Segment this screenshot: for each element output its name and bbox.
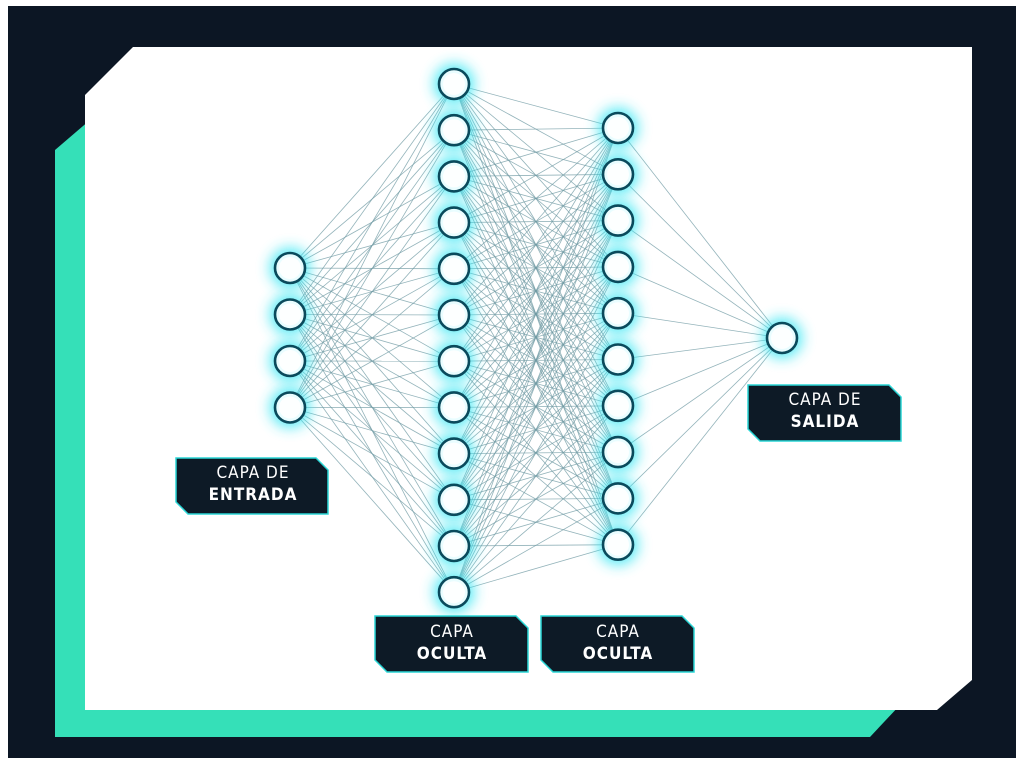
output-label-line1: CAPA DE xyxy=(788,390,862,410)
connection-line xyxy=(617,337,783,545)
input-label-line1: CAPA DE xyxy=(216,463,290,483)
neuron-highlight xyxy=(443,488,465,511)
connection-line xyxy=(289,83,455,408)
connection-line xyxy=(289,83,455,362)
neuron-highlight xyxy=(443,165,465,188)
neuron-highlight xyxy=(443,581,465,604)
neuron-highlight xyxy=(607,441,629,464)
neuron-highlight xyxy=(443,119,465,142)
connection-line xyxy=(289,176,455,408)
hidden1-label-line1: CAPA xyxy=(430,622,474,642)
connections xyxy=(289,83,783,593)
connection-line xyxy=(617,220,783,339)
neuron-highlight xyxy=(771,327,793,349)
neuron-highlight xyxy=(279,257,301,279)
connection-line xyxy=(453,405,619,593)
neuron-highlight xyxy=(607,209,629,232)
connection-line xyxy=(289,314,455,408)
connection-line xyxy=(289,407,455,501)
input-label-plate xyxy=(175,457,329,515)
neuron-highlight xyxy=(607,163,629,186)
neurons xyxy=(273,67,799,609)
connection-line xyxy=(453,359,619,593)
output-label-line2: SALIDA xyxy=(790,412,860,432)
neuron-highlight xyxy=(443,73,465,95)
output-label-plate xyxy=(747,384,902,442)
neuron-highlight xyxy=(443,257,465,280)
hidden1-label-line2: OCULTA xyxy=(416,644,488,664)
connection-line xyxy=(453,127,619,270)
connection-line xyxy=(617,337,783,360)
connection-line xyxy=(617,312,783,339)
neuron-highlight xyxy=(443,350,465,373)
connection-line xyxy=(453,544,619,593)
connection-line xyxy=(453,266,619,593)
connection-line xyxy=(453,127,619,593)
hidden1-label-plate xyxy=(374,615,529,673)
connection-line xyxy=(617,174,783,339)
neuron-highlight xyxy=(607,533,629,556)
neuron-highlight xyxy=(607,302,629,325)
connection-line xyxy=(617,266,783,339)
connection-line xyxy=(453,220,619,593)
connection-line xyxy=(453,451,619,593)
connection-line xyxy=(617,337,783,499)
connection-line xyxy=(617,127,783,339)
neuron-highlight xyxy=(443,304,465,326)
neuron-highlight xyxy=(279,303,301,326)
neuron-highlight xyxy=(607,255,629,278)
white-canvas xyxy=(85,47,972,710)
connection-line xyxy=(289,83,455,315)
connection-line xyxy=(289,360,455,408)
connection-line xyxy=(453,127,619,223)
connection-line xyxy=(289,407,455,547)
connection-line xyxy=(453,127,619,177)
neuron-highlight xyxy=(443,396,465,419)
neuron-highlight xyxy=(279,396,301,419)
neuron-highlight xyxy=(607,487,629,510)
connection-line xyxy=(617,337,783,453)
connection-line xyxy=(453,174,619,593)
label-boxes xyxy=(175,384,902,673)
connection-line xyxy=(453,83,619,129)
neuron-highlight xyxy=(443,442,465,465)
hidden2-label-line1: CAPA xyxy=(596,622,640,642)
hidden-layer-2-label: CAPA OCULTA xyxy=(543,621,693,665)
neuron-highlight xyxy=(607,348,629,371)
neuron-highlight xyxy=(443,535,465,557)
neuron-highlight xyxy=(607,117,629,139)
connection-line xyxy=(453,127,619,500)
connection-line xyxy=(453,127,619,316)
neuron-highlight xyxy=(279,350,301,372)
connection-line xyxy=(289,222,455,408)
connection-line xyxy=(289,407,455,454)
connection-line xyxy=(617,337,783,407)
hidden2-label-line2: OCULTA xyxy=(582,644,654,664)
connection-line xyxy=(289,83,455,269)
hidden-layer-1-label: CAPA OCULTA xyxy=(377,621,527,665)
input-layer-label: CAPA DE ENTRADA xyxy=(178,462,328,506)
neuron-highlight xyxy=(607,394,629,417)
connection-line xyxy=(453,127,619,131)
output-layer-label: CAPA DE SALIDA xyxy=(750,389,900,433)
connection-line xyxy=(453,127,619,408)
connection-line xyxy=(289,268,455,408)
connection-line xyxy=(289,407,455,593)
connection-line xyxy=(453,127,619,547)
connection-line xyxy=(289,129,455,408)
input-label-line2: ENTRADA xyxy=(208,485,298,505)
hidden2-label-plate xyxy=(540,615,695,673)
connection-line xyxy=(453,498,619,593)
connection-line xyxy=(453,127,619,454)
connection-line xyxy=(453,127,619,362)
neuron-highlight xyxy=(443,211,465,234)
connection-line xyxy=(453,312,619,593)
